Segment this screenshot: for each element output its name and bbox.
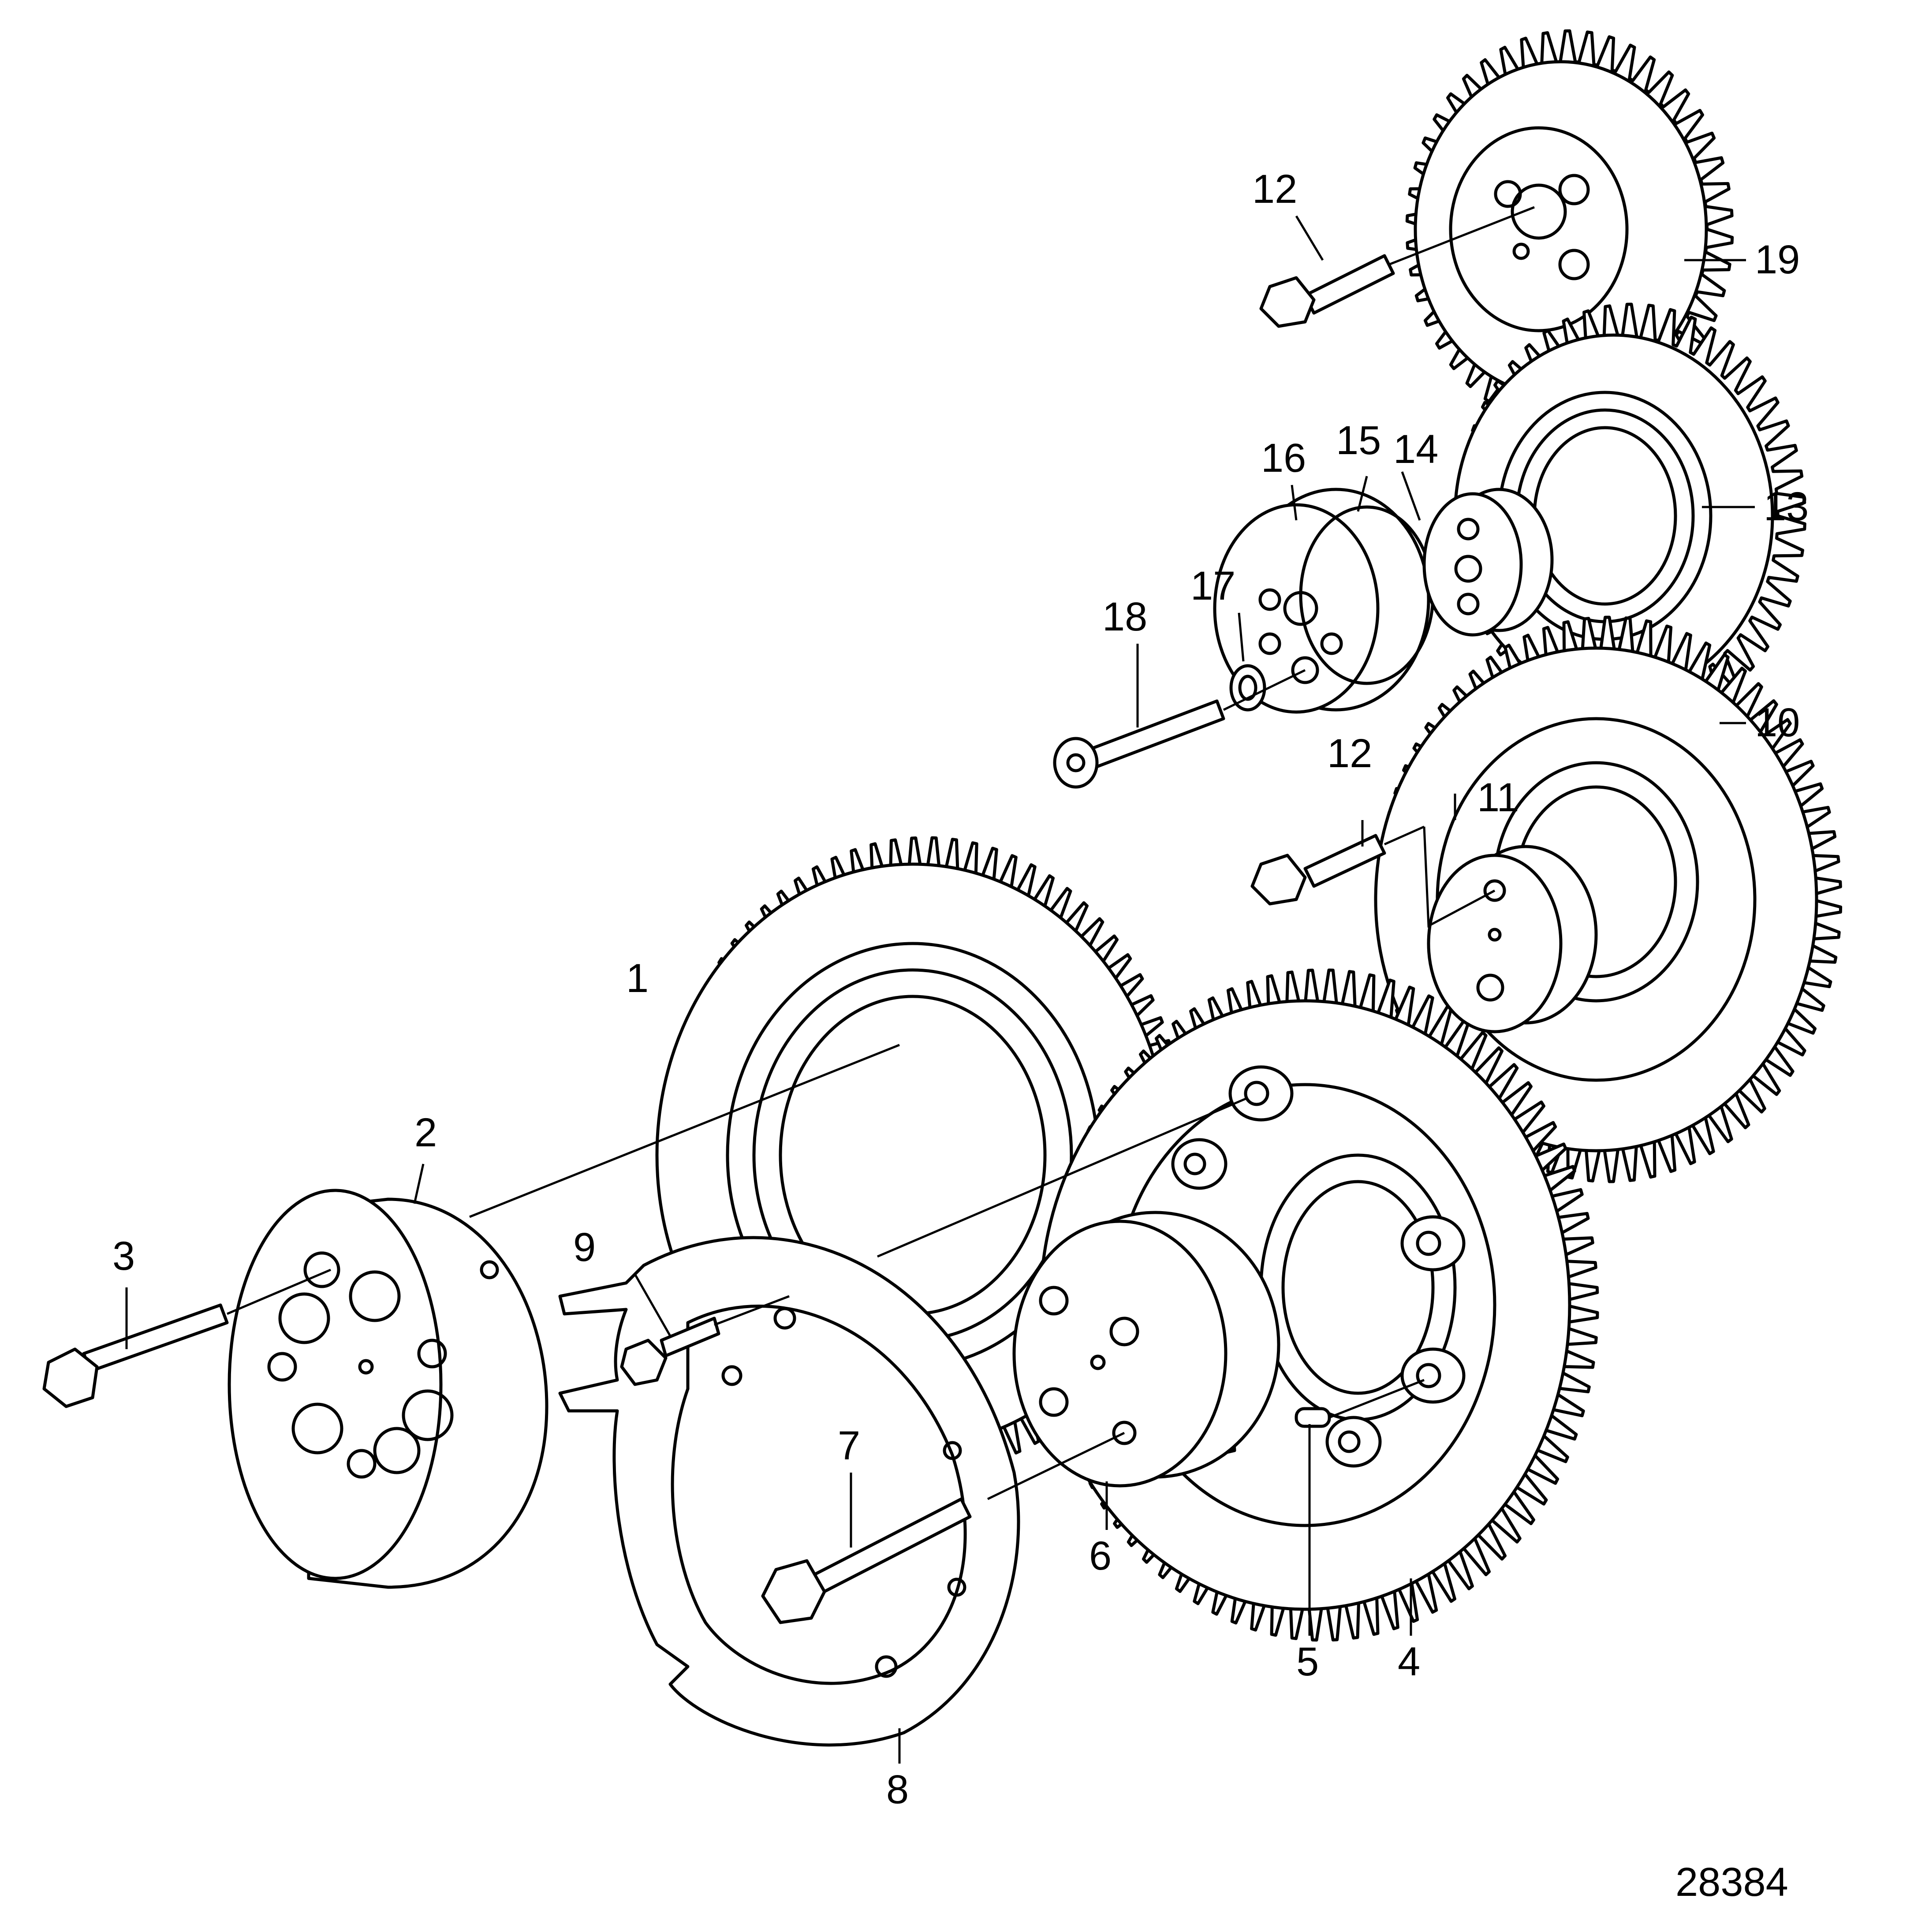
callout-12-mid: 12 (1327, 731, 1372, 776)
callout-5: 5 (1296, 1639, 1319, 1684)
callout-3: 3 (112, 1234, 135, 1279)
callout-19: 19 (1755, 237, 1800, 282)
callout-2: 2 (414, 1110, 437, 1155)
callout-10: 10 (1755, 700, 1800, 745)
callout-17: 17 (1190, 563, 1235, 608)
pin-5 (1295, 1407, 1331, 1428)
callout-8: 8 (886, 1767, 909, 1812)
bolt-12-top (1259, 254, 1395, 328)
callout-6: 6 (1089, 1533, 1112, 1578)
bolt-3 (42, 1303, 229, 1408)
callout-13: 13 (1764, 484, 1809, 529)
callout-7: 7 (838, 1423, 860, 1468)
callout-11: 11 (1477, 775, 1519, 820)
callout-4: 4 (1398, 1639, 1420, 1684)
callout-15: 15 (1336, 418, 1381, 463)
callout-16: 16 (1261, 436, 1306, 481)
hub-2 (228, 1189, 548, 1589)
bolt-18 (1053, 699, 1225, 789)
part-11 (1427, 845, 1598, 1033)
callout-14: 14 (1393, 427, 1438, 472)
callout-1: 1 (626, 956, 649, 1001)
bolt-7 (761, 1497, 972, 1624)
reference-number: 28384 (1675, 1860, 1788, 1905)
hub-6 (1012, 1211, 1280, 1488)
washer-17 (1229, 664, 1266, 712)
leader-lines (125, 215, 1755, 1764)
callout-18: 18 (1102, 594, 1147, 639)
part-14 (1422, 488, 1554, 637)
part-16 (1213, 488, 1430, 714)
bolt-12-mid (1250, 834, 1386, 906)
callout-9: 9 (573, 1225, 596, 1270)
cover-8 (558, 1236, 1020, 1747)
bolt-9 (620, 1317, 720, 1386)
callout-labels: 1 2 3 4 5 6 7 8 9 10 11 12 12 13 14 15 1… (112, 167, 1809, 1812)
callout-12-top: 12 (1252, 167, 1297, 212)
assembly-lines (227, 206, 1535, 1500)
